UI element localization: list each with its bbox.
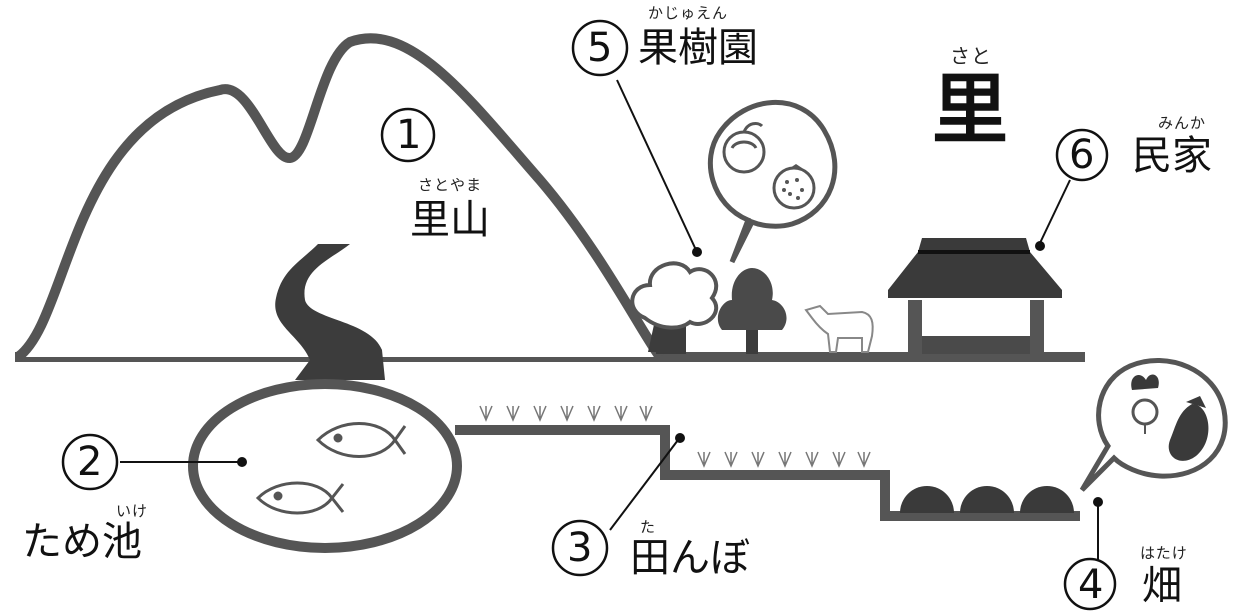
page-title: 里 <box>932 65 1008 154</box>
leader-lines <box>120 79 1099 560</box>
pond <box>188 379 462 553</box>
label-kajuen: 果樹園 <box>638 25 758 71</box>
label-hatake: 畑 <box>1142 563 1182 609</box>
title-ruby: さと <box>950 44 992 68</box>
number-circles <box>61 19 1117 611</box>
fish-icon <box>255 481 345 515</box>
tree-icon <box>717 268 787 354</box>
label-ruby-satoyama: さとやま <box>418 176 483 194</box>
label-tanbo: 田んぼ <box>630 535 750 581</box>
stream <box>275 244 385 380</box>
leader-dots <box>237 241 1103 507</box>
label-number-2: 2 <box>77 439 103 485</box>
label-ruby-hatake: はたけ <box>1140 544 1188 562</box>
label-number-5: 5 <box>587 25 613 71</box>
label-minka: 民家 <box>1132 133 1212 179</box>
peach-icon <box>722 122 766 174</box>
fish-icon <box>315 422 407 458</box>
turnip-icon <box>1131 374 1159 434</box>
label-number-3: 3 <box>567 525 593 571</box>
label-ruby-tameike: いけ <box>116 502 149 520</box>
rice-sprouts <box>479 405 871 468</box>
label-number-4: 4 <box>1078 562 1104 608</box>
label-tameike: ため池 <box>22 519 142 565</box>
label-satoyama: 里山 <box>410 197 490 243</box>
label-number-6: 6 <box>1069 132 1095 178</box>
fruit-bubble <box>707 99 838 264</box>
eggplant-icon <box>1168 396 1209 461</box>
mountain <box>14 33 665 362</box>
label-ruby-minka: みんか <box>1158 114 1207 132</box>
tree-icon <box>630 261 719 354</box>
terrace-line <box>455 425 1080 521</box>
field-mounds <box>900 486 1074 513</box>
label-number-1: 1 <box>396 112 422 158</box>
label-ruby-kajuen: かじゅえん <box>648 4 729 22</box>
cow-icon <box>804 304 874 353</box>
citrus-icon <box>772 164 816 210</box>
vegetable-bubble <box>1079 358 1228 492</box>
label-ruby-tanbo: た <box>640 518 657 536</box>
house-icon <box>888 238 1062 354</box>
